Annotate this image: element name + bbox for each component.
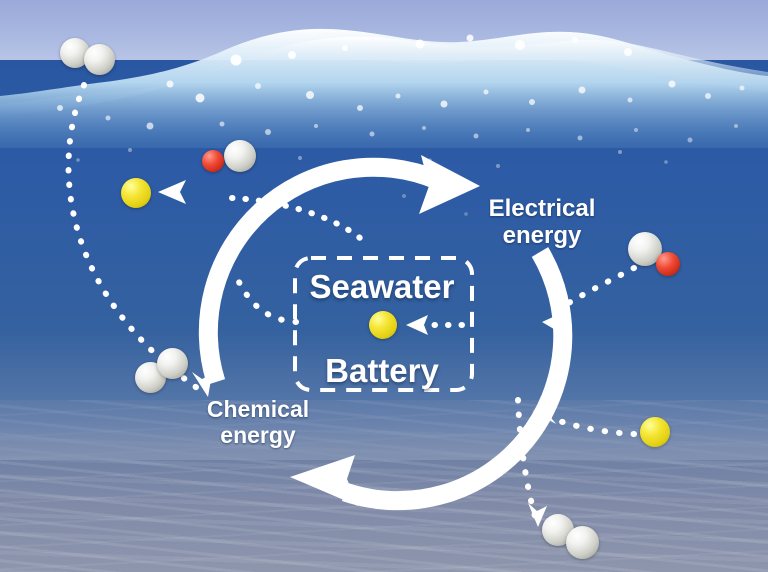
seawater-battery-box (293, 256, 474, 392)
hydrogen-atom-icon (157, 348, 188, 379)
arrowhead-water-in (542, 312, 564, 335)
arrowhead-to-na-left (158, 180, 186, 204)
sodium-ion-icon (121, 178, 151, 208)
electrical-energy-line2: energy (502, 221, 582, 249)
water-haze-overlay (0, 330, 768, 460)
oxygen-atom-icon (202, 150, 224, 172)
chemical-energy-line2: energy (220, 421, 296, 448)
water-surface-crest (0, 36, 768, 116)
sodium-ion-icon (640, 417, 670, 447)
dotted-path-na-in (533, 409, 637, 437)
dotted-path-water-in (543, 265, 637, 321)
hydrogen-atom-icon (84, 44, 115, 75)
dotted-path-box-left-up (233, 273, 299, 325)
dotted-transport-paths (65, 82, 637, 523)
dotted-arrow-into-center (406, 315, 465, 335)
arrowhead-na-in (533, 404, 556, 424)
dotted-path-h2-descend (65, 82, 203, 393)
discharge-arc-arrow (290, 247, 573, 511)
chemical-energy-line1: Chemical (206, 396, 310, 422)
hydrogen-atom-icon (224, 140, 256, 172)
surface-bubbles (57, 34, 745, 216)
oxygen-atom-icon (656, 252, 680, 276)
chemical-energy-label: Chemical energy (168, 396, 348, 449)
dotted-path-h2-out (515, 397, 539, 523)
charge-arc-arrow (198, 155, 480, 385)
electrical-energy-line1: Electrical (488, 195, 596, 222)
battery-label: Battery (325, 352, 439, 389)
electrical-energy-label: Electrical energy (452, 195, 632, 250)
dotted-path-to-na-left (229, 195, 363, 241)
arrowhead-h2-out (528, 503, 547, 527)
seawater-label: Seawater (309, 268, 455, 305)
sodium-ion-icon (369, 311, 397, 339)
hydrogen-atom-icon (566, 526, 599, 559)
arrowhead-h2-descend (192, 372, 212, 397)
